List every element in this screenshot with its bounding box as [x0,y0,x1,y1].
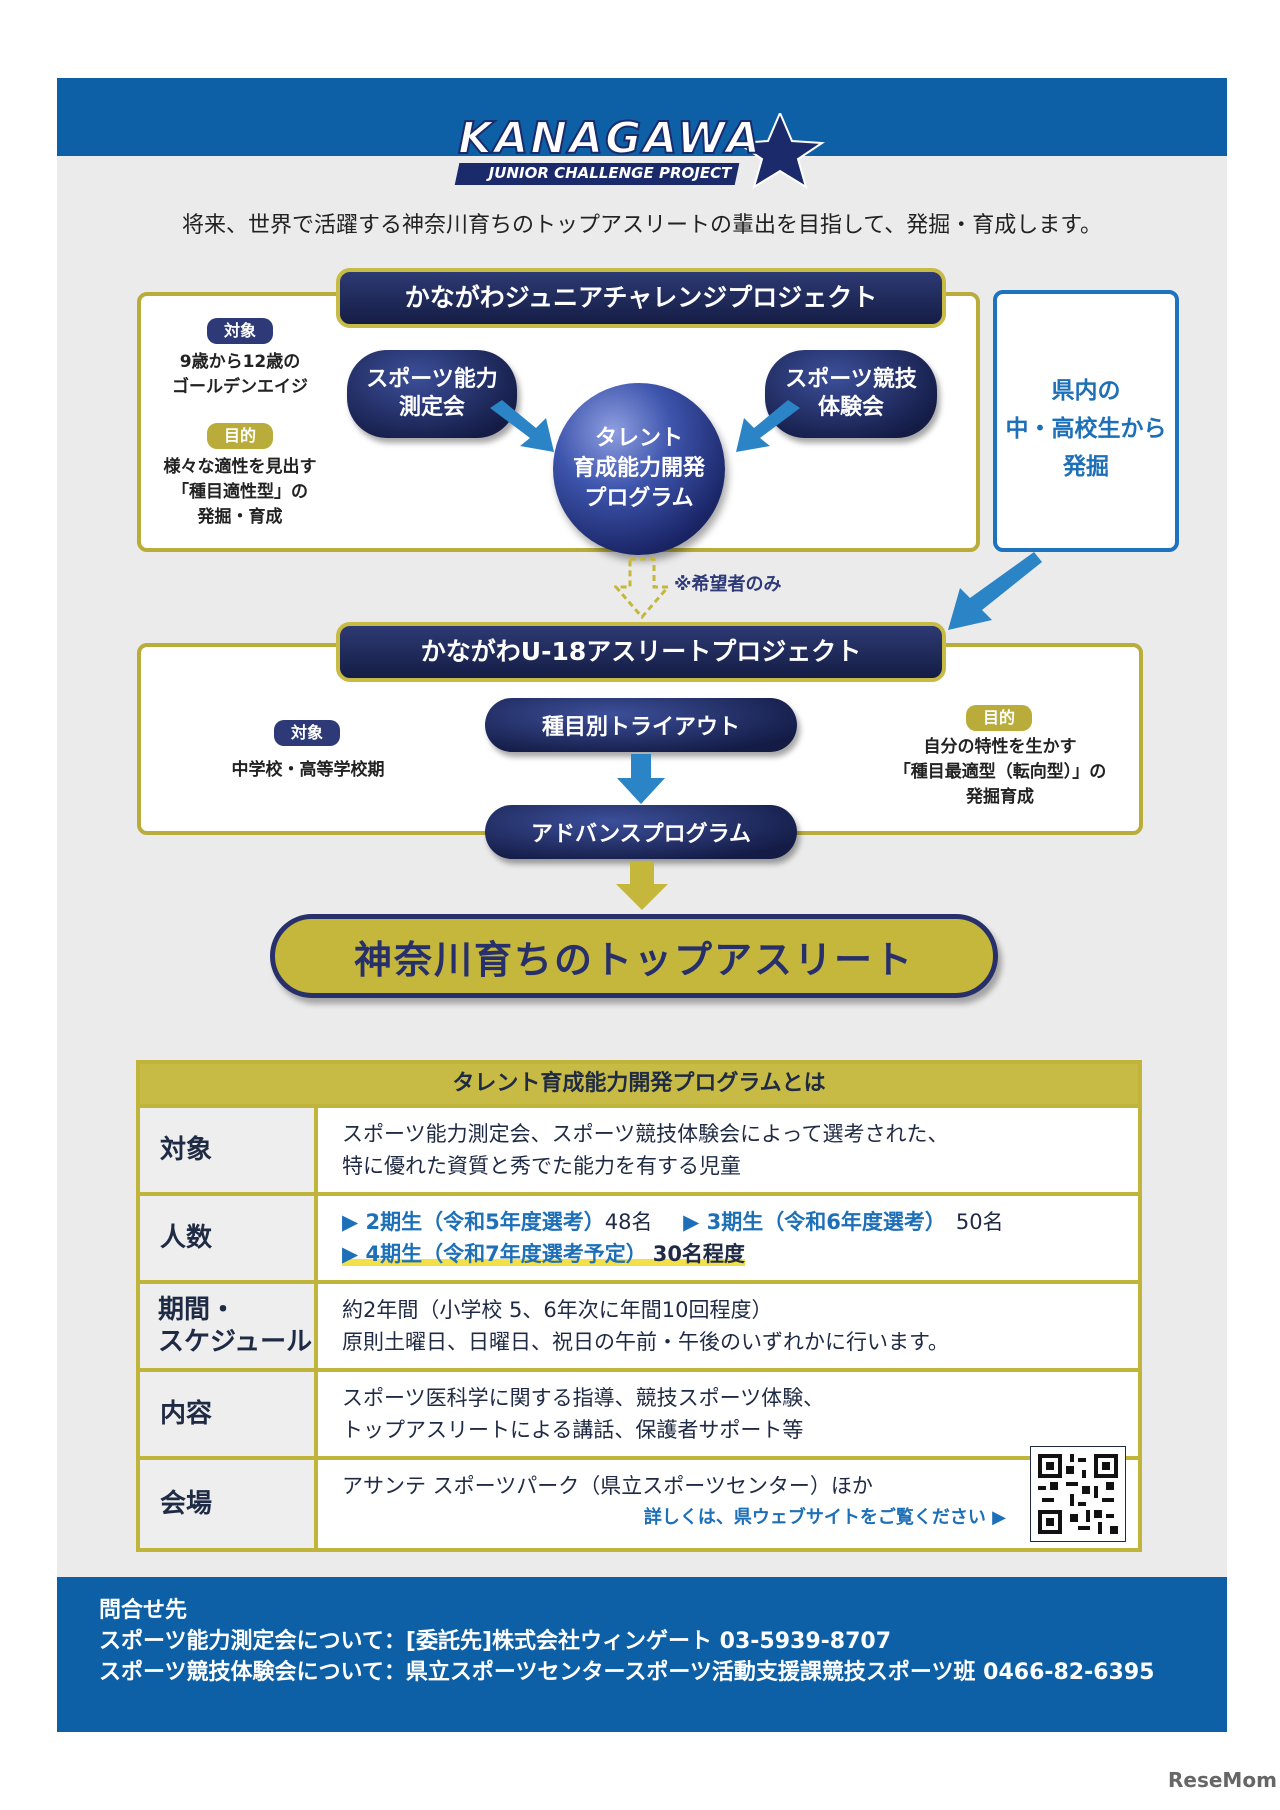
row-body-target: スポーツ能力測定会、スポーツ競技体験会によって選考された、 特に優れた資質と秀で… [318,1108,1138,1192]
qr-code-icon[interactable] [1030,1446,1126,1542]
ability-test-line1: スポーツ能力 [366,367,498,392]
tryout-pill: 種目別トライアウト [485,698,797,752]
row-body-count: ▶ 2期生（令和5年度選考）48名 ▶ 3期生（令和6年度選考） 50名 ▶ 4期… [318,1196,1138,1280]
advance-program-pill: アドバンスプログラム [485,805,797,859]
info-table-heading: タレント育成能力開発プログラムとは [140,1064,1138,1104]
junior-purpose-line3: 発掘・育成 [197,507,283,527]
content-line2: トップアスリートによる講話、保護者サポート等 [342,1418,804,1442]
gold-down-arrow-icon [616,862,668,910]
kanagawa-logo: KANAGAWA JUNIOR CHALLENGE PROJECT [450,110,830,195]
side-discovery-box: 県内の 中・高校生から 発掘 [993,290,1179,552]
logo-main-text: KANAGAWA [457,112,762,165]
u18-purpose-line3: 発掘育成 [966,787,1034,807]
arrow-right-into-sphere-icon [736,400,800,452]
header-bar [57,78,1227,156]
junior-target-line2: ゴールデンエイジ [172,377,308,397]
junior-project-title: かながわジュニアチャレンジプロジェクト [336,268,946,328]
triangle-icon: ▶ [342,1242,366,1266]
u18-target-text: 中学校・高等学校期 [231,760,385,780]
junior-purpose-line2: 「種目適性型」の [172,482,308,502]
website-link[interactable]: 詳しくは、県ウェブサイトをご覧ください ▶ [643,1507,1006,1528]
u18-purpose-text: 自分の特性を生かす 「種目最適型（転向型）」の 発掘育成 [870,735,1130,810]
u18-target-tag: 対象 [274,720,340,746]
target-line1: スポーツ能力測定会、スポーツ競技体験会によって選考された、 [342,1122,949,1146]
count-item3: 4期生（令和7年度選考予定） [365,1242,647,1266]
arrow-left-into-sphere-icon [490,400,554,452]
u18-purpose-line1: 自分の特性を生かす [923,737,1077,757]
watermark: ReseMom [1168,1768,1277,1792]
count-value1: 48名 [604,1210,653,1234]
period-line2: 原則土曜日、日曜日、祝日の午前・午後のいずれかに行います。 [342,1330,949,1354]
triangle-icon: ▶ [342,1210,366,1234]
period-label1: 期間・ [158,1295,237,1325]
footer-line2: スポーツ競技体験会について：県立スポーツセンタースポーツ活動支援課競技スポーツ班… [99,1660,1155,1685]
count-item1: 2期生（令和5年度選考） [365,1210,605,1234]
junior-purpose-tag: 目的 [207,423,273,449]
junior-target-tag: 対象 [207,318,273,344]
row-body-content: スポーツ医科学に関する指導、競技スポーツ体験、 トップアスリートによる講話、保護… [318,1372,1138,1456]
junior-target-line1: 9歳から12歳の [179,352,301,372]
final-goal-banner: 神奈川育ちのトップアスリート [270,914,998,998]
row-body-venue: アサンテ スポーツパーク（県立スポーツセンター）ほか 詳しくは、県ウェブサイトを… [318,1460,1138,1548]
row-label-venue: 会場 [140,1460,314,1548]
u18-purpose-tag: 目的 [966,705,1032,731]
row-label-content: 内容 [140,1372,314,1456]
footer-heading: 問合せ先 [99,1598,188,1623]
venue-line1: アサンテ スポーツパーク（県立スポーツセンター）ほか [342,1474,873,1498]
target-line2: 特に優れた資質と秀でた能力を有する児童 [342,1154,741,1178]
side-box-line1: 県内の [1051,378,1121,404]
row-label-count: 人数 [140,1196,314,1280]
ability-test-line2: 測定会 [398,395,465,420]
side-box-line3: 発掘 [1063,454,1109,480]
ability-test-blob: スポーツ能力 測定会 [347,350,517,438]
page-subtitle: 将来、世界で活躍する神奈川育ちのトップアスリートの輩出を目指して、発掘・育成しま… [181,213,1103,238]
logo-sub-text: JUNIOR CHALLENGE PROJECT [488,164,732,182]
u18-project-title: かながわU-18アスリートプロジェクト [336,622,946,682]
sphere-line3: プログラム [584,486,694,511]
sport-experience-blob: スポーツ競技 体験会 [765,350,937,438]
sport-experience-line2: 体験会 [817,395,884,420]
content-line1: スポーツ医科学に関する指導、競技スポーツ体験、 [342,1386,825,1410]
talent-program-sphere: タレント 育成能力開発 プログラム [553,383,725,555]
diagonal-arrow-icon [948,552,1042,630]
count-value2: 50名 [955,1210,1004,1234]
junior-target-text: 9歳から12歳の ゴールデンエイジ [142,350,338,400]
count-item2: 3期生（令和6年度選考） [706,1210,946,1234]
dashed-down-arrow-icon [614,557,670,620]
period-line1: 約2年間（小学校 5、6年次に年間10回程度） [342,1298,773,1322]
sphere-line1: タレント [594,426,683,451]
applicants-only-note: ※希望者のみ [674,574,782,595]
row-label-target: 対象 [140,1108,314,1192]
count-value3: 30名程度 [652,1242,745,1266]
period-label2: スケジュール [158,1327,313,1357]
side-box-line2: 中・高校生から [1005,416,1167,442]
row-label-period: 期間・ スケジュール [140,1284,314,1368]
row-body-period: 約2年間（小学校 5、6年次に年間10回程度） 原則土曜日、日曜日、祝日の午前・… [318,1284,1138,1368]
website-link-text: 詳しくは、県ウェブサイトをご覧ください [643,1507,986,1528]
junior-purpose-line1: 様々な適性を見出す [163,457,317,477]
contact-footer: 問合せ先 スポーツ能力測定会について：[委託先]株式会社ウィンゲート 03-59… [57,1577,1227,1732]
down-arrow-icon [617,754,665,804]
sphere-line2: 育成能力開発 [572,456,705,481]
junior-purpose-text: 様々な適性を見出す 「種目適性型」の 発掘・育成 [142,455,338,530]
u18-purpose-line2: 「種目最適型（転向型）」の [893,762,1107,782]
triangle-icon: ▶ [683,1210,707,1234]
sport-experience-line1: スポーツ競技 [785,367,917,392]
footer-line1: スポーツ能力測定会について：[委託先]株式会社ウィンゲート 03-5939-87… [99,1629,892,1654]
